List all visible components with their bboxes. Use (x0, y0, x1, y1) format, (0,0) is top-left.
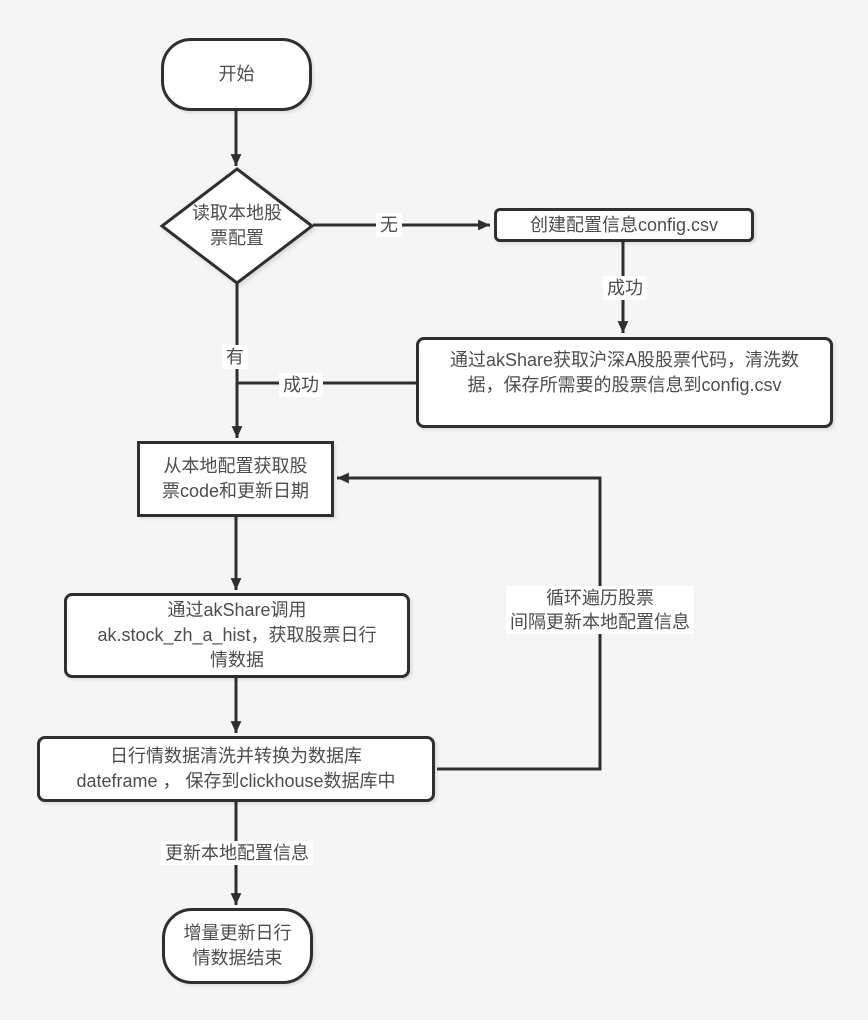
edge-label-success-horizontal: 成功 (279, 373, 323, 397)
edge-label-update-config: 更新本地配置信息 (161, 841, 313, 865)
node-end: 增量更新日行 情数据结束 (162, 908, 313, 984)
node-end-label: 增量更新日行 情数据结束 (183, 923, 292, 968)
node-clean-save: 日行情数据清洗并转换为数据库 dateframe ， 保存到clickhouse… (37, 736, 435, 802)
node-decision: 读取本地股 票配置 (163, 170, 311, 282)
node-read-config: 从本地配置获取股 票code和更新日期 (137, 441, 334, 517)
edge-label-yes: 有 (222, 345, 248, 369)
node-create-config: 创建配置信息config.csv (494, 208, 754, 242)
edge-label-success-vertical: 成功 (603, 276, 647, 300)
node-start: 开始 (161, 38, 312, 111)
node-start-label: 开始 (218, 64, 255, 84)
node-clean-save-label: 日行情数据清洗并转换为数据库 dateframe ， 保存到clickhouse… (76, 746, 396, 791)
node-create-config-label: 创建配置信息config.csv (529, 214, 719, 235)
node-fetch-hist: 通过akShare调用 ak.stock_zh_a_hist，获取股票日行 情数… (64, 593, 410, 678)
decision-diamond-shape (159, 167, 315, 285)
node-fetch-codes: 通过akShare获取沪深A股股票代码，清洗数 据，保存所需要的股票信息到con… (416, 337, 833, 428)
edge-label-loop: 循环遍历股票 间隔更新本地配置信息 (506, 586, 694, 634)
node-fetch-hist-label: 通过akShare调用 ak.stock_zh_a_hist，获取股票日行 情数… (97, 600, 377, 670)
node-decision-label: 读取本地股 票配置 (192, 203, 282, 248)
edge-label-no: 无 (376, 213, 402, 237)
node-read-config-label: 从本地配置获取股 票code和更新日期 (161, 456, 310, 501)
node-fetch-codes-label: 通过akShare获取沪深A股股票代码，清洗数 据，保存所需要的股票信息到con… (449, 350, 800, 395)
